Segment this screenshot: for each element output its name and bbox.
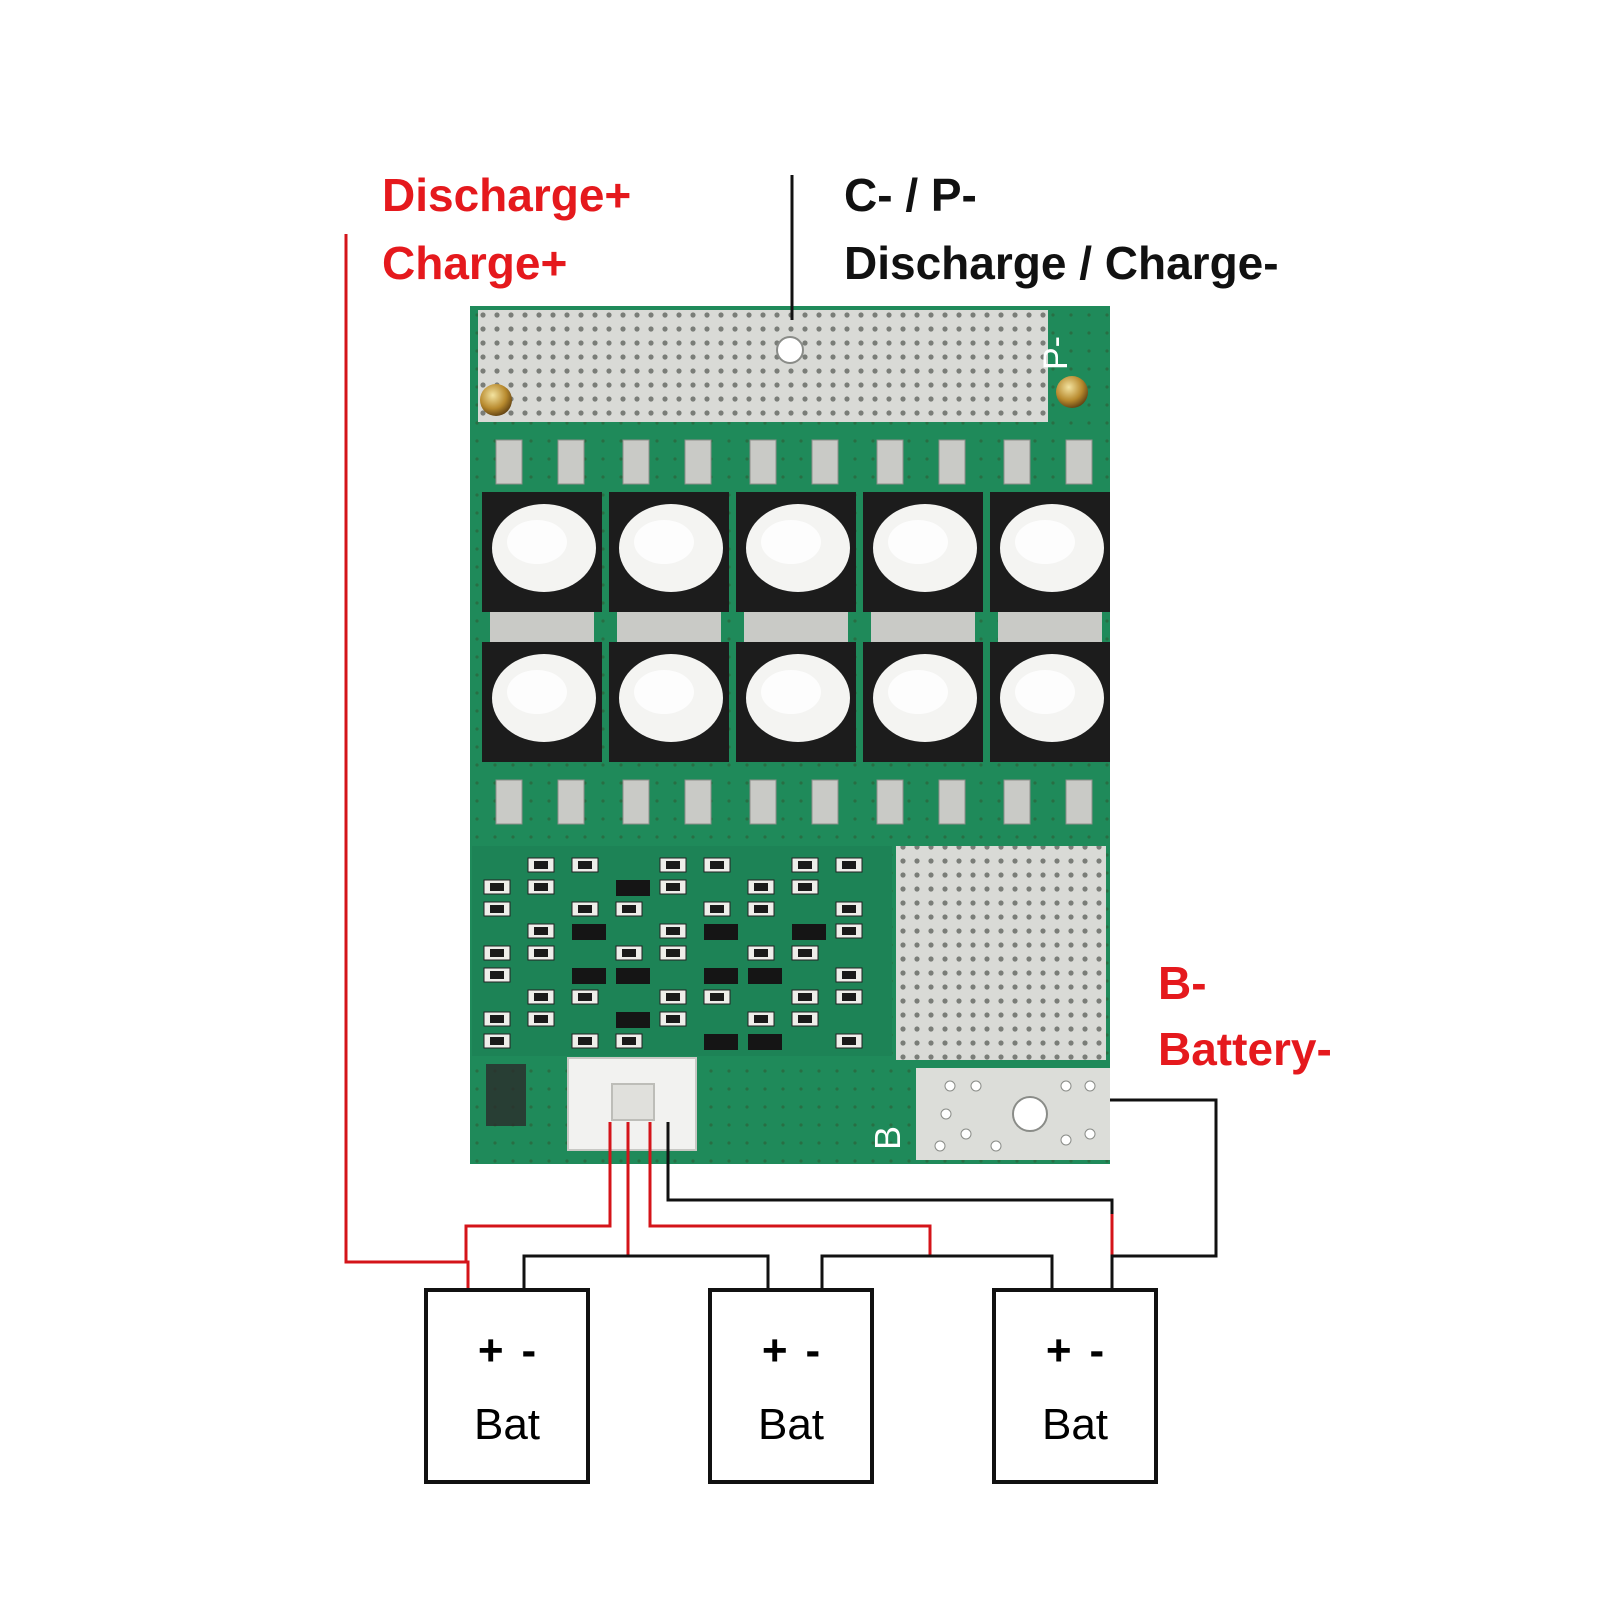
lead-pad	[1065, 779, 1093, 825]
lead-pad	[557, 439, 585, 485]
balance-wire-1	[464, 1122, 612, 1262]
bms-board: P- B	[470, 306, 1110, 1164]
via-hole	[990, 1140, 1002, 1152]
mosfet	[990, 492, 1110, 628]
mosfet	[863, 624, 983, 762]
battery-label: Bat	[1041, 1400, 1109, 1449]
balance-wire-3	[648, 1122, 932, 1256]
ic-chip	[748, 968, 782, 984]
battery-terminals: +-	[477, 1326, 555, 1375]
lead-pad	[749, 779, 777, 825]
label-charge-plus: Charge+	[382, 237, 568, 289]
ic-chip	[616, 1012, 650, 1028]
series-link-1-2	[522, 1254, 770, 1290]
lead-pad	[876, 439, 904, 485]
wire-b-minus	[1110, 1098, 1218, 1290]
b-minus-mount-hole	[1012, 1096, 1048, 1132]
lead-pad	[938, 439, 966, 485]
lead-pad	[622, 439, 650, 485]
lead-pad	[1003, 439, 1031, 485]
via-hole	[970, 1080, 982, 1092]
mosfet	[482, 624, 602, 762]
top-via-array	[478, 310, 1048, 422]
via-hole	[1084, 1128, 1096, 1140]
lead-pad	[684, 779, 712, 825]
mosfet	[609, 492, 729, 628]
top-mount-hole	[776, 336, 804, 364]
via-hole	[1084, 1080, 1096, 1092]
via-hole	[1060, 1080, 1072, 1092]
via-hole	[934, 1140, 946, 1152]
lead-pad	[622, 779, 650, 825]
ic-chip	[572, 924, 606, 940]
lead-pad	[811, 779, 839, 825]
via-hole	[944, 1080, 956, 1092]
ic-chip	[616, 968, 650, 984]
upper-lead-pads	[495, 439, 1093, 485]
lead-pad	[557, 779, 585, 825]
battery-label: Bat	[473, 1400, 541, 1449]
lead-pad	[684, 439, 712, 485]
lead-pad	[938, 779, 966, 825]
board-mark-p: P-	[1037, 336, 1075, 370]
mosfet	[482, 492, 602, 628]
ic-chip	[704, 1034, 738, 1050]
label-battery-minus: Battery-	[1158, 1023, 1332, 1075]
series-link-2-3	[820, 1254, 1054, 1290]
battery-terminals: +-	[761, 1326, 839, 1375]
wire-discharge-plus	[344, 234, 470, 1290]
ic-chip	[616, 880, 650, 896]
via-hole	[940, 1108, 952, 1120]
via-hole	[960, 1128, 972, 1140]
battery-label: Bat	[757, 1400, 825, 1449]
ic-chip	[704, 968, 738, 984]
lower-lead-pads	[495, 779, 1093, 825]
label-b-minus: B-	[1158, 957, 1207, 1009]
ic-chip	[572, 968, 606, 984]
mosfet	[736, 624, 856, 762]
screw-top-left	[480, 384, 512, 416]
mosfet-array	[482, 492, 1110, 762]
battery-terminals: +-	[1045, 1326, 1123, 1375]
board-mark-b: B	[867, 1126, 908, 1150]
control-circuit	[472, 846, 892, 1056]
ic-chip	[748, 1034, 782, 1050]
label-discharge-charge-minus: Discharge / Charge-	[844, 237, 1279, 289]
battery-cell-2: +- Bat	[708, 1288, 874, 1484]
mosfet	[863, 492, 983, 628]
lead-pad	[495, 779, 523, 825]
mosfet	[609, 624, 729, 762]
label-c-p-minus: C- / P-	[844, 169, 977, 221]
ic-chip	[704, 924, 738, 940]
battery-cell-3: +- Bat	[992, 1288, 1158, 1484]
wiring	[344, 175, 1218, 1290]
lead-pad	[1065, 439, 1093, 485]
smd-components	[483, 857, 863, 1050]
lead-pad	[876, 779, 904, 825]
via-hole	[1060, 1134, 1072, 1146]
lead-pad	[495, 439, 523, 485]
label-discharge-plus: Discharge+	[382, 169, 632, 221]
battery-cell-1: +- Bat	[424, 1288, 590, 1484]
lead-pad	[811, 439, 839, 485]
ic-chip	[792, 924, 826, 940]
screw-top-right	[1056, 376, 1088, 408]
lead-pad	[749, 439, 777, 485]
mosfet	[990, 624, 1110, 762]
mosfet	[736, 492, 856, 628]
lead-pad	[1003, 779, 1031, 825]
